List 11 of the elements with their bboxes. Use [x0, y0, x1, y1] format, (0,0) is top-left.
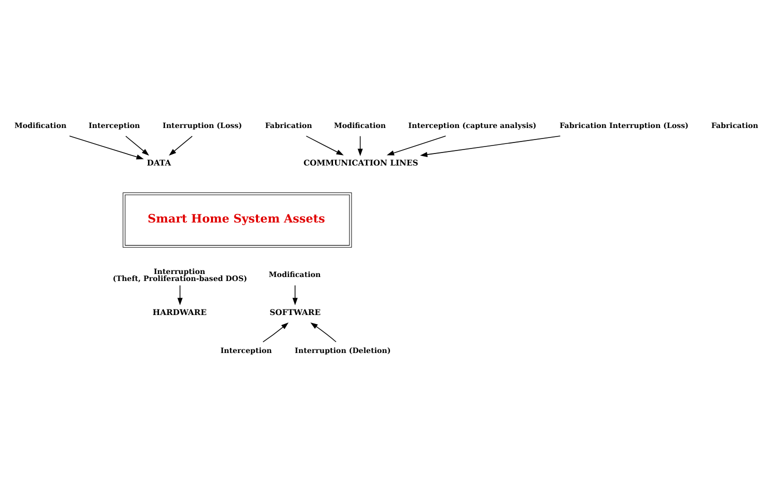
arrow: [125, 136, 150, 156]
arrow: [386, 136, 446, 156]
arrow: [177, 285, 183, 306]
arrow: [306, 136, 344, 156]
arrow: [292, 285, 298, 306]
arrow: [69, 136, 144, 160]
arrow: [358, 136, 363, 156]
arrow: [262, 322, 289, 342]
arrow: [168, 136, 193, 156]
arrow: [420, 136, 561, 158]
arrow: [310, 322, 336, 342]
